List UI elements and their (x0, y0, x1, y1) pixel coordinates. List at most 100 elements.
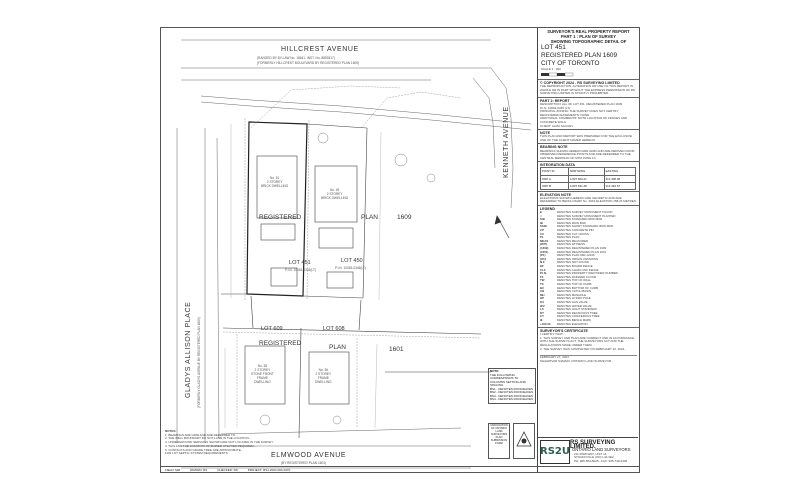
street-gladys-note: (FORMERLY GLADYS AVENUE BY REGISTERED PL… (197, 317, 201, 408)
drawing-info-bar: FIELD: MM DRAWN: RS CHECKED: RS PROJECT:… (161, 466, 639, 472)
legend-symbol: (P1) (540, 253, 546, 258)
general-note-line: 5. CONTACTS AND GRADE TREE ARE APPROXIMA… (165, 447, 244, 452)
label-lot-608: LOT 608 (323, 326, 345, 332)
note-heading: NOTE (540, 131, 550, 136)
legend-description: DENOTES STANDARD IRON BAR (557, 217, 603, 222)
table-cell: ORP B (540, 181, 569, 190)
legend-description: DENOTES REGISTERED PLAN 1609 (557, 246, 607, 251)
legend-description: DENOTES FINISHED FLOOR (557, 274, 597, 279)
legend-symbol: LS (540, 307, 544, 312)
association-stamp: ASSOCIATION OF ONTARIO LAND SURVEYORS PL… (488, 423, 510, 459)
scale-bar (541, 72, 574, 77)
legend-row: (OU)DENOTES ORIGIN UNKNOWN (540, 256, 637, 262)
legend-description: DENOTES CATCH BASIN (557, 289, 591, 294)
legend-symbol: TW (540, 278, 545, 283)
seal-graphic (516, 431, 532, 447)
legend-symbol: WV (540, 303, 545, 308)
legend-section: LEGEND ■DENOTES SURVEY MONUMENT FOUND□DE… (538, 205, 639, 327)
label-dwelling-49: No. 49 2 STOREY BRICK DWELLING (321, 188, 349, 200)
table-header: POINT ID (540, 167, 569, 176)
legend-description: DENOTES TOP OF CURB (557, 281, 592, 286)
legend-symbol: BF (540, 264, 544, 269)
legend-symbol: MH (540, 292, 545, 297)
survey-linework (176, 39, 532, 469)
legend-description: DENOTES WITNESS (557, 242, 585, 247)
inset-note-line: BS1 - DENOTES ROOF/EAVES (490, 386, 533, 391)
street-elmwood: ELMWOOD AVENUE (271, 452, 347, 459)
label-lot-451: LOT 451 (289, 260, 311, 266)
report-line: CLIENT: ALMA SALDAN (540, 123, 573, 128)
company-address-line: PH: 905-554-5025 - FAX: 905-739-2345 (574, 458, 628, 463)
integration-section: INTEGRATION DATA POINT ID NORTHING EASTI… (538, 161, 639, 190)
legend-symbol: SSIB (540, 224, 547, 229)
table-cell: ORP A (540, 174, 569, 183)
copyright-text: THE REPRODUCTION, ALTERATION OR USE OF T… (540, 84, 635, 96)
legend-description: DENOTES PLAN (557, 235, 580, 240)
legend-symbol: ⊕ (540, 317, 543, 322)
integration-table: POINT ID NORTHING EASTING ORP A 4 837 66… (540, 167, 637, 190)
legend-description: DENOTES SURVEY MONUMENT PLANTED (557, 213, 616, 218)
legend-symbol: CP (540, 228, 545, 233)
legend-description: DENOTES HYDRO POLE (557, 296, 591, 301)
legend-description: DENOTES CHAIN LINK FENCE (557, 267, 599, 272)
legend-row: ⊕DENOTES BENCH MARK (540, 317, 637, 323)
note-section: NOTE THIS PLAN AND REPORT WAS PREPARED F… (538, 129, 639, 143)
label-registered: REGISTERED (259, 214, 302, 221)
general-note-line: 4. THIS AND THE LOCATION OF BURIED UTILI… (165, 443, 257, 448)
label-plan: PLAN (361, 214, 378, 221)
bearing-text: BEARINGS SHOWN HEREON ARE GRID AND ARE D… (540, 148, 635, 160)
legend-row: +100.00 DENOTES ELEVATION (540, 321, 637, 327)
table-cell: 313 408.48 (603, 174, 637, 183)
general-notes: NOTES: 1. BEARINGS ARE GRID AND ARE REFE… (165, 429, 285, 456)
report-title-line3: SHOWING TOPOGRAPHIC DETAIL OF (550, 38, 627, 44)
general-note-line: 2. THE WELL BOUNDARY DO NOT LAND IN THE … (165, 436, 252, 441)
legend-description: DENOTES REGISTERED PLAN 1601 (557, 249, 607, 254)
legend-symbol: N.F. (540, 260, 546, 265)
table-cell: 313 394.57 (603, 181, 637, 190)
project-number: PROJECT: RS1-2024-004-0470 (247, 468, 291, 472)
integration-heading: INTEGRATION DATA (540, 163, 575, 168)
label-plan-2: PLAN (329, 344, 346, 351)
surveyor-seal (513, 423, 535, 459)
certificate-signer: SHAHRIVAR SAMADI, ONTARIO LAND SURVEYOR (540, 358, 612, 363)
legend-description: DENOTES PLAN 66R-12345 (557, 253, 595, 258)
general-note-line: 1. BEARINGS ARE GRID AND ARE REFERRED TO… (165, 432, 238, 437)
table-header: NORTHING (567, 167, 605, 176)
legend-description: DENOTES TOP OF WALL (557, 278, 591, 283)
report-section: PART 2: REPORT DESCRIPTION: ALL OF LOT 4… (538, 96, 639, 129)
survey-sheet: HILLCREST AVENUE (RANGED BY BY-LAW No. 1… (160, 27, 640, 473)
bearing-section: BEARING NOTE BEARINGS SHOWN HEREON ARE G… (538, 143, 639, 161)
label-dwelling-51: No. 51 2 STOREY BRICK DWELLING (261, 176, 289, 188)
street-hillcrest-note2: (FORMERLY HILLCREST BOULEVARD BY REGISTE… (257, 61, 360, 65)
legend-symbol: (OU) (540, 256, 547, 261)
table-cell: 4 837 631.48 (567, 181, 605, 190)
legend-description: DENOTES SURVEY MONUMENT FOUND (557, 210, 613, 215)
legend-description: DENOTES ELEVATION (557, 321, 588, 326)
report-title-line1: SURVEYOR'S REAL PROPERTY REPORT (547, 29, 630, 34)
legend-symbol: FF (540, 274, 544, 279)
street-hillcrest: HILLCREST AVENUE (281, 46, 359, 53)
checked-by: CHECKED: RS (217, 468, 238, 472)
street-gladys: GLADYS ALLISON PLACE (185, 301, 192, 398)
legend-symbol: +100.00 (540, 321, 551, 326)
legend-symbol: (1609) (540, 246, 549, 251)
general-note-line: 3. UNDERGROUND SERVICES SHOWN ARE NOT LO… (165, 440, 274, 445)
plan-title: REGISTERED PLAN 1609 (541, 52, 618, 60)
report-line: ADDITIONAL COMMENTS: NOTE LOCATION OF FE… (540, 116, 628, 121)
legend-symbol: CT (540, 314, 544, 319)
legend-symbol: DT (540, 310, 544, 315)
legend-heading: LEGEND (540, 207, 555, 212)
inset-note-line: BS3 - DENOTES ROOF/EAVES (490, 393, 533, 398)
legend-row: ■DENOTES SURVEY MONUMENT FOUND (540, 210, 637, 215)
legend-description: DENOTES IRON BAR (557, 220, 586, 225)
label-plan-number-2: 1601 (389, 346, 404, 353)
legend-description: DENOTES SHORT STANDARD IRON BAR (557, 224, 614, 229)
